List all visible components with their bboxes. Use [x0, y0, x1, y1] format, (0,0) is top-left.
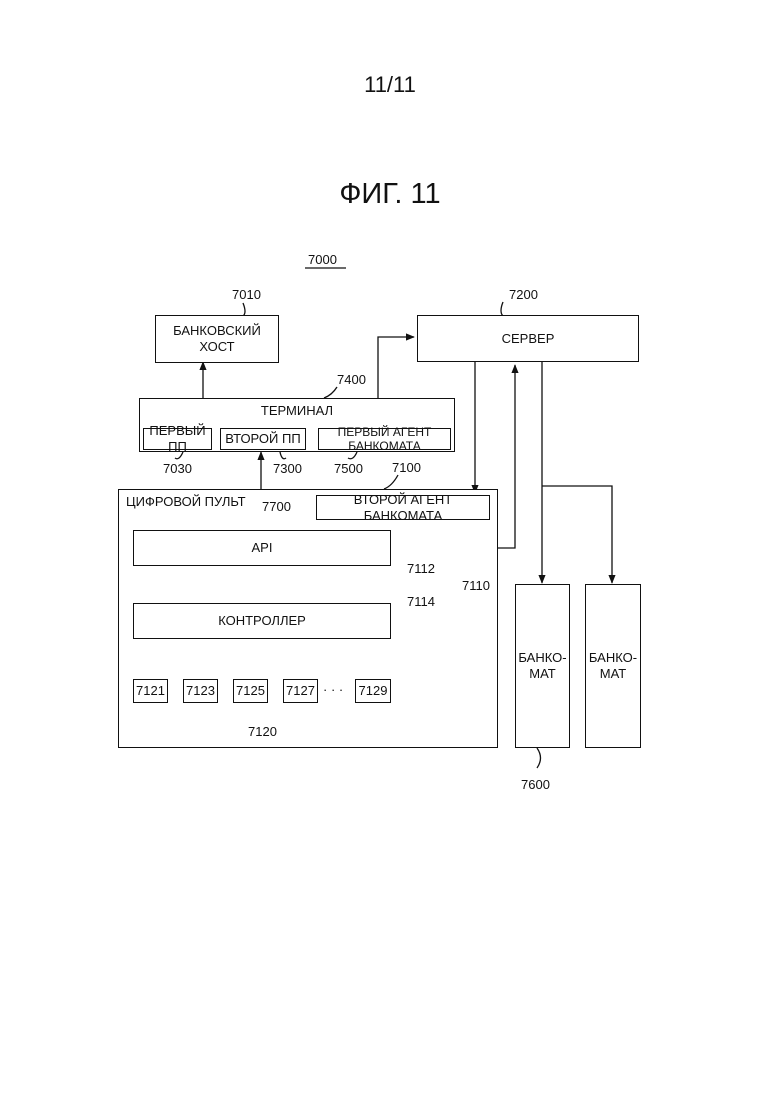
- controller-label: КОНТРОЛЛЕР: [218, 613, 306, 629]
- bank-host-ref: 7010: [232, 287, 261, 302]
- page-number: 11/11: [0, 72, 780, 98]
- server-label: СЕРВЕР: [502, 331, 555, 347]
- module-7125: 7125: [233, 679, 268, 703]
- bank-host-box: БАНКОВСКИЙ ХОСТ: [155, 315, 279, 363]
- first-agent-box: ПЕРВЫЙ АГЕНТ БАНКОМАТА: [318, 428, 451, 450]
- atm-ref: 7600: [521, 777, 550, 792]
- api-ref: 7112: [407, 561, 435, 576]
- second-agent-box: ВТОРОЙ АГЕНТ БАНКОМАТА: [316, 495, 490, 520]
- controller-box: КОНТРОЛЛЕР: [133, 603, 391, 639]
- bank-host-label: БАНКОВСКИЙ ХОСТ: [156, 323, 278, 354]
- figure-title: ФИГ. 11: [0, 178, 780, 211]
- second-pp-box: ВТОРОЙ ПП: [220, 428, 306, 450]
- first-pp-ref: 7030: [163, 461, 192, 476]
- module-7121: 7121: [133, 679, 168, 703]
- controller-ref: 7114: [407, 594, 435, 609]
- module-ellipsis: · · ·: [323, 682, 343, 697]
- leader-7300: [280, 452, 286, 459]
- api-label: API: [252, 540, 273, 556]
- leader-7100: [384, 475, 398, 489]
- second-agent-ref: 7700: [262, 499, 291, 514]
- second-agent-label: ВТОРОЙ АГЕНТ БАНКОМАТА: [317, 492, 489, 523]
- server-box: СЕРВЕР: [417, 315, 639, 362]
- atm-label-1: БАНКО- МАТ: [518, 650, 566, 681]
- leader-7400: [324, 387, 337, 398]
- first-agent-label: ПЕРВЫЙ АГЕНТ БАНКОМАТА: [319, 425, 450, 454]
- terminal-ref: 7400: [337, 372, 366, 387]
- leader-7200: [501, 302, 503, 316]
- atm-label-2: БАНКО- МАТ: [589, 650, 637, 681]
- digital-console-ref: 7100: [392, 460, 421, 475]
- group-7110-ref: 7110: [462, 578, 490, 593]
- first-agent-ref: 7500: [334, 461, 363, 476]
- digital-console-label: ЦИФРОВОЙ ПУЛЬТ: [126, 494, 246, 509]
- first-pp-label: ПЕРВЫЙ ПП: [144, 423, 211, 454]
- server-atm2-arrow: [542, 486, 612, 583]
- module-7127: 7127: [283, 679, 318, 703]
- atm-box-2: БАНКО- МАТ: [585, 584, 641, 748]
- module-7123: 7123: [183, 679, 218, 703]
- second-pp-label: ВТОРОЙ ПП: [225, 431, 300, 447]
- terminal-label: ТЕРМИНАЛ: [140, 403, 454, 419]
- module-7129: 7129: [355, 679, 391, 703]
- first-pp-box: ПЕРВЫЙ ПП: [143, 428, 212, 450]
- system-ref: 7000: [308, 252, 337, 267]
- server-ref: 7200: [509, 287, 538, 302]
- api-box: API: [133, 530, 391, 566]
- atm-box-1: БАНКО- МАТ: [515, 584, 570, 748]
- second-pp-ref: 7300: [273, 461, 302, 476]
- modules-ref: 7120: [248, 724, 277, 739]
- leader-7600: [537, 748, 541, 768]
